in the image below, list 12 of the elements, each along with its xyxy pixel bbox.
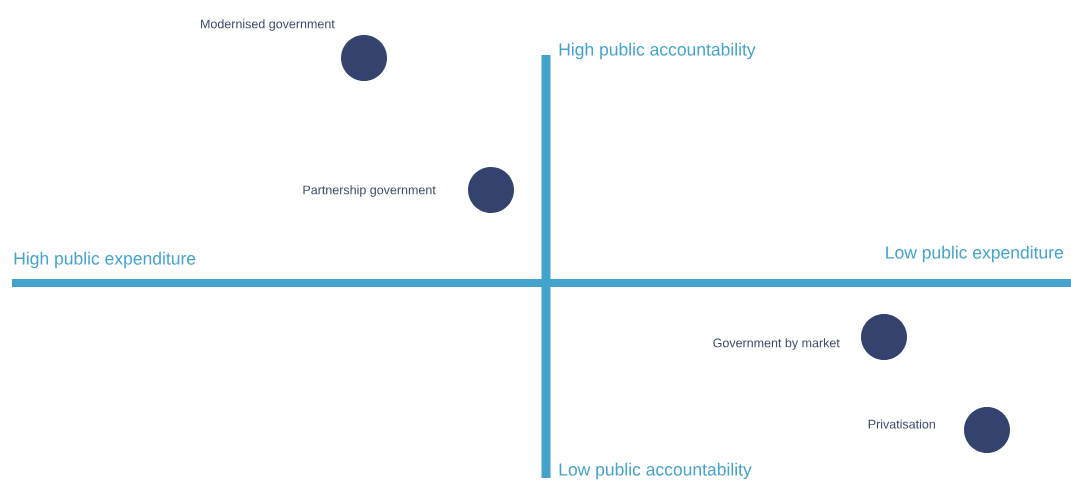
dot xyxy=(468,167,514,213)
axis-label: Low public accountability xyxy=(559,462,752,480)
dot xyxy=(964,407,1010,453)
dot-label: Partnership government xyxy=(303,185,436,197)
axis-label: High public accountability xyxy=(559,42,756,60)
dot-label: Privatisation xyxy=(868,419,935,429)
dot-label: Modernised government xyxy=(201,19,335,31)
dot-label: Government by market xyxy=(713,338,840,350)
dot xyxy=(861,314,907,360)
dot xyxy=(341,35,387,81)
axis-label: Low public expenditure xyxy=(886,245,1063,263)
axis-label: High public expenditure xyxy=(14,251,196,269)
